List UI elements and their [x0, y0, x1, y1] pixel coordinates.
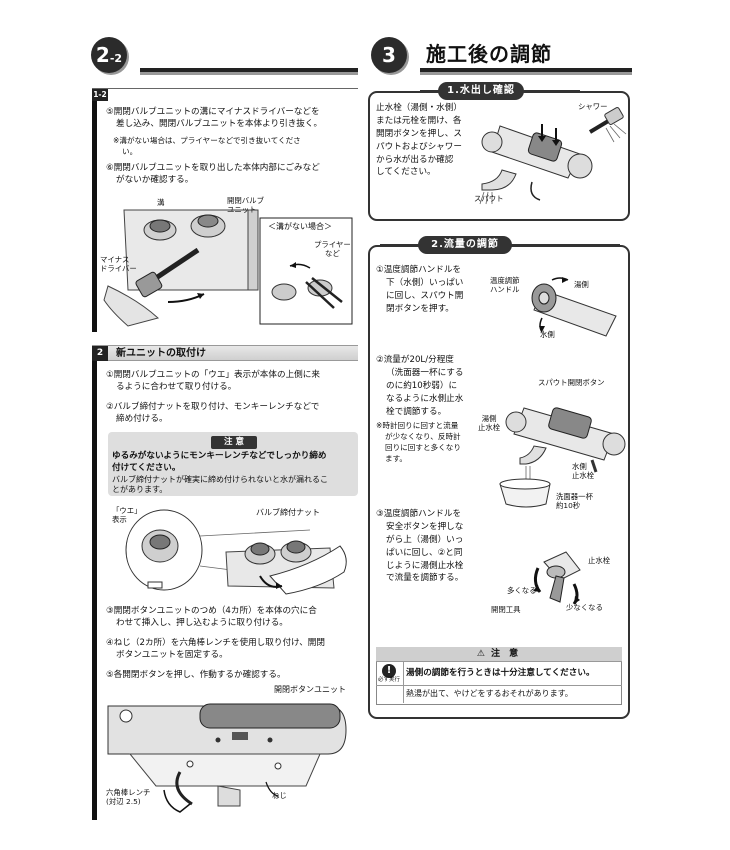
- label-hot-stopcock: 湯側 止水栓: [478, 414, 501, 433]
- section-badge-3: 3: [371, 37, 407, 73]
- label-hot-side: 湯側: [574, 280, 589, 289]
- warning-triangle-icon: ⚠: [476, 649, 485, 659]
- label-basin: 洗面器一杯 約10秒: [556, 492, 593, 511]
- warning-row-bold: ! 必ず実行 湯側の調節を行うときは十分注意してください。: [376, 661, 622, 703]
- label-valve-unit: 開閉バルブ ユニット: [227, 196, 264, 215]
- label-spout: スパウト: [474, 194, 504, 203]
- box2-title: 2.流量の調節: [418, 236, 512, 254]
- label-spout-button: スパウト開閉ボタン: [538, 378, 605, 387]
- label-valve-nut: バルブ締付ナット: [256, 508, 320, 517]
- box1-title: 1.水出し確認: [438, 82, 524, 100]
- must-do-icon: ! 必ず実行: [377, 664, 400, 683]
- warning-row-body: 熱湯が出て、やけどをするおそれがあります。: [376, 685, 622, 703]
- label-screwdriver: マイナス ドライバー: [100, 255, 137, 274]
- label-ue-display: 「ウエ」 表示: [112, 506, 142, 525]
- caution-title: 注 意: [211, 436, 257, 449]
- temp-handle-illustration: [531, 277, 617, 337]
- warning-body-text: 熱湯が出て、やけどをするおそれがあります。: [406, 689, 573, 698]
- warning-title: ⚠ 注 意: [376, 647, 622, 661]
- panel2-step3: ③開閉ボタンユニットのつめ（4カ所）を本体の穴に合 わせて挿入し、押し込むように…: [106, 606, 317, 629]
- box2-step3: ③温度調節ハンドルを 安全ボタンを押しな がら上（湯側）いっ ぱいに回し、②と同…: [376, 509, 464, 584]
- label-shower: シャワー: [578, 102, 608, 111]
- label-more: 多くなる: [507, 586, 537, 595]
- valve-removal-illustration: [103, 209, 353, 327]
- label-cold-side: 水側: [540, 330, 555, 339]
- panel1-note5: ※溝がない場合は、プライヤーなどで引き抜いてくださ い。: [113, 136, 301, 156]
- flow-adjust-illustration: [499, 407, 626, 508]
- panel2-side-bar: [92, 345, 97, 820]
- label-less: 少なくなる: [566, 603, 603, 612]
- label-groove: 溝: [157, 198, 165, 207]
- panel2-number: 2: [92, 346, 108, 361]
- faucet-check-illustration: [479, 107, 627, 205]
- label-stopcock: 止水栓: [588, 556, 611, 565]
- label-temp-handle: 温度調節 ハンドル: [490, 276, 520, 295]
- warning-bold-text: 湯側の調節を行うときは十分注意してください。: [406, 668, 595, 678]
- stopcock-tool-illustration: [533, 551, 581, 605]
- label-cold-stopcock: 水側 止水栓: [572, 462, 595, 481]
- left-header-rule: [140, 68, 358, 72]
- panel2-step4: ④ねじ（2カ所）を六角棒レンチを使用し取り付け、開閉 ボタンユニットを固定する。: [106, 638, 325, 661]
- valve-install-illustration: [125, 509, 347, 595]
- section-badge-2-2: 2-2: [91, 37, 127, 73]
- right-header-rule: [420, 68, 632, 72]
- label-button-unit: 開閉ボタンユニット: [274, 685, 346, 694]
- panel1-number-tag: 1-2: [92, 88, 108, 101]
- box2-step2: ②流量が20L/分程度 （洗面器一杯にする のに約10秒弱）に なるように水側止…: [376, 355, 464, 417]
- label-pliers: プライヤー など: [314, 240, 351, 259]
- panel2-title: 新ユニットの取付け: [116, 348, 206, 359]
- right-section-title: 施工後の調節: [426, 42, 552, 66]
- panel2-header: 2 新ユニットの取付け: [92, 345, 358, 361]
- label-hex-wrench: 六角棒レンチ (対辺 2.5): [106, 788, 151, 807]
- warning-divider: [403, 662, 404, 703]
- box2-step1: ①温度調節ハンドルを 下（水側）いっぱい に回し、スパウト開 閉ボタンを押す。: [376, 265, 464, 314]
- box1-text: 止水栓（湯側・水側） または元栓を開け、各 開閉ボタンを押し、ス パウトおよびシ…: [376, 103, 462, 178]
- caution-bold-text: ゆるみがないようにモンキーレンチなどでしっかり締め 付けてください。: [112, 451, 327, 473]
- panel2-step5: ⑤各開閉ボタンを押し、作動するか確認する。: [106, 670, 286, 680]
- caution-box: 注 意 ゆるみがないようにモンキーレンチなどでしっかり締め 付けてください。 バ…: [108, 432, 358, 496]
- label-opening-tool: 開閉工具: [491, 605, 521, 614]
- label-screw: ねじ: [272, 791, 287, 800]
- button-unit-illustration: [107, 703, 347, 813]
- panel1-side-bar: [92, 88, 97, 332]
- box2-note2: ※時計回りに回すと流量 が少なくなり、反時計 回りに回すと多くなり ます。: [376, 421, 461, 463]
- caution-body-text: バルブ締付ナットが確実に締め付けられないと水が漏れるこ とがあります。: [112, 475, 328, 495]
- panel1-step6: ⑥開閉バルブユニットを取り出した本体内部にごみなど がないか確認する。: [106, 163, 320, 186]
- panel2-step1: ①開閉バルブユニットの「ウエ」表示が本体の上側に来 るように合わせて取り付ける。: [106, 370, 320, 393]
- panel1-step5: ⑤開閉バルブユニットの溝にマイナスドライバーなどを 差し込み、開閉バルブユニット…: [106, 107, 323, 130]
- panel1-top-rule: [92, 88, 358, 89]
- panel2-step2: ②バルブ締付ナットを取り付け、モンキーレンチなどで 締め付ける。: [106, 402, 320, 425]
- label-no-groove: ＜溝がない場合＞: [268, 222, 332, 231]
